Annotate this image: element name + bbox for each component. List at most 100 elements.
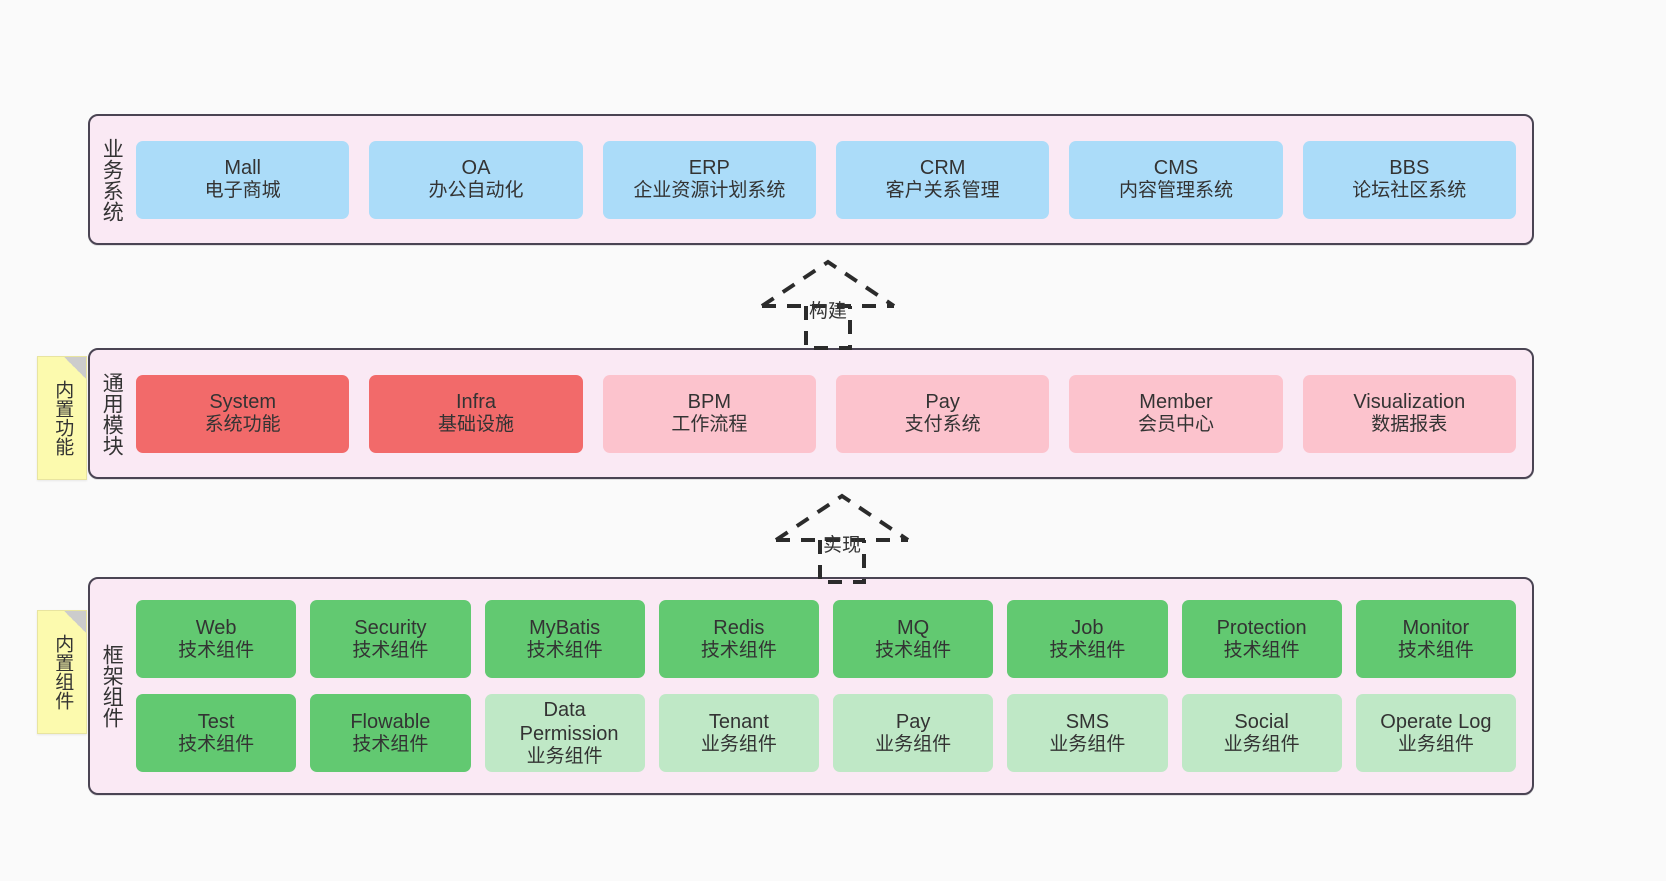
cell-row: Test 技术组件 Flowable 技术组件 Data Permission …: [136, 694, 1516, 772]
cell-row: Mall 电子商城 OA 办公自动化 ERP 企业资源计划系统 CRM 客户关系…: [136, 140, 1516, 219]
module-name: Visualization: [1353, 391, 1466, 414]
component-type: 技术组件: [352, 733, 429, 755]
module-name: CMS: [1153, 157, 1199, 180]
module-card-bpm[interactable]: BPM 工作流程: [602, 374, 816, 453]
module-card-erp[interactable]: ERP 企业资源计划系统: [602, 140, 816, 219]
component-card-web[interactable]: Web 技术组件: [136, 600, 297, 678]
module-desc: 工作流程: [671, 414, 748, 436]
module-desc: 办公自动化: [428, 180, 524, 202]
component-type: 技术组件: [1049, 639, 1126, 661]
component-type: 技术组件: [352, 639, 429, 661]
component-type: 技术组件: [1223, 639, 1300, 661]
layer-body-common-modules: System 系统功能 Infra 基础设施 BPM 工作流程 Pay 支付系统…: [132, 350, 1532, 477]
note-builtin-features[interactable]: 内置功能: [37, 356, 87, 480]
component-card-operate-log[interactable]: Operate Log 业务组件: [1355, 694, 1516, 772]
component-card-pay[interactable]: Pay 业务组件: [833, 694, 994, 772]
component-type: 业务组件: [526, 745, 603, 767]
component-type: 技术组件: [178, 733, 255, 755]
connector-implement: 实现: [774, 492, 910, 584]
page-fold-icon: [64, 357, 86, 379]
component-card-tenant[interactable]: Tenant 业务组件: [658, 694, 819, 772]
component-type: 技术组件: [700, 639, 777, 661]
module-card-member[interactable]: Member 会员中心: [1069, 374, 1283, 453]
component-card-mybatis[interactable]: MyBatis 技术组件: [484, 600, 645, 678]
component-type: 技术组件: [178, 639, 255, 661]
layer-framework-components[interactable]: 框架组件 Web 技术组件 Security 技术组件 MyBatis 技术组件…: [88, 577, 1534, 795]
module-card-oa[interactable]: OA 办公自动化: [369, 140, 583, 219]
component-card-protection[interactable]: Protection 技术组件: [1181, 600, 1342, 678]
module-name: ERP: [688, 157, 730, 180]
module-name: Mall: [224, 157, 261, 180]
component-card-redis[interactable]: Redis 技术组件: [658, 600, 819, 678]
note-label: 内置功能: [52, 380, 74, 456]
cell-row: System 系统功能 Infra 基础设施 BPM 工作流程 Pay 支付系统…: [136, 374, 1516, 453]
module-desc: 内容管理系统: [1118, 180, 1233, 202]
module-card-mall[interactable]: Mall 电子商城: [136, 140, 350, 219]
component-name: SMS: [1065, 710, 1110, 733]
layer-body-framework-components: Web 技术组件 Security 技术组件 MyBatis 技术组件 Redi…: [132, 579, 1532, 793]
module-card-crm[interactable]: CRM 客户关系管理: [835, 140, 1050, 219]
component-card-monitor[interactable]: Monitor 技术组件: [1355, 600, 1516, 678]
generalization-arrow-icon: [774, 493, 910, 584]
component-name: Redis: [713, 616, 765, 639]
module-name: Member: [1139, 391, 1213, 414]
component-name: MQ: [897, 616, 930, 639]
component-name: Social: [1234, 710, 1289, 733]
component-card-job[interactable]: Job 技术组件: [1007, 600, 1168, 678]
component-name: Flowable: [350, 710, 431, 733]
module-desc: 企业资源计划系统: [633, 180, 786, 202]
connector-build: 构建: [760, 258, 896, 350]
module-name: BBS: [1389, 157, 1430, 180]
component-type: 业务组件: [700, 733, 777, 755]
component-name: Pay: [895, 710, 931, 733]
module-name: BPM: [687, 391, 731, 414]
component-name: Data Permission: [519, 698, 619, 745]
module-desc: 系统功能: [204, 414, 281, 436]
layer-title-framework-components: 框架组件: [100, 644, 124, 728]
layer-common-modules[interactable]: 通用模块 System 系统功能 Infra 基础设施 BPM 工作流程 Pay: [88, 348, 1534, 479]
cell-row: Web 技术组件 Security 技术组件 MyBatis 技术组件 Redi…: [136, 600, 1516, 678]
page-fold-icon: [64, 611, 86, 633]
component-name: Security: [354, 616, 427, 639]
module-desc: 支付系统: [904, 414, 981, 436]
layer-title-common-modules: 通用模块: [100, 371, 124, 456]
component-name: Tenant: [708, 710, 769, 733]
layer-body-business-system: Mall 电子商城 OA 办公自动化 ERP 企业资源计划系统 CRM 客户关系…: [132, 116, 1532, 243]
component-card-social[interactable]: Social 业务组件: [1181, 694, 1342, 772]
component-type: 业务组件: [1223, 733, 1300, 755]
component-type: 业务组件: [875, 733, 952, 755]
component-card-security[interactable]: Security 技术组件: [310, 600, 471, 678]
module-card-system[interactable]: System 系统功能: [136, 374, 350, 453]
module-card-bbs[interactable]: BBS 论坛社区系统: [1302, 140, 1516, 219]
layer-title-business-system: 业务系统: [100, 137, 124, 222]
module-name: OA: [461, 157, 491, 180]
component-card-mq[interactable]: MQ 技术组件: [833, 600, 994, 678]
component-card-flowable[interactable]: Flowable 技术组件: [310, 694, 471, 772]
component-name: Monitor: [1402, 616, 1470, 639]
layer-business-system[interactable]: 业务系统 Mall 电子商城 OA 办公自动化 ERP 企业资源计划系统 CRM: [88, 114, 1534, 245]
module-desc: 论坛社区系统: [1352, 180, 1467, 202]
module-desc: 基础设施: [437, 414, 514, 436]
component-type: 业务组件: [1397, 733, 1474, 755]
component-name: Operate Log: [1380, 710, 1492, 733]
component-name: Web: [195, 616, 237, 639]
module-card-cms[interactable]: CMS 内容管理系统: [1069, 140, 1283, 219]
module-name: Pay: [925, 391, 960, 414]
module-card-infra[interactable]: Infra 基础设施: [369, 374, 583, 453]
component-name: Job: [1071, 616, 1104, 639]
component-card-sms[interactable]: SMS 业务组件: [1007, 694, 1168, 772]
module-desc: 电子商城: [204, 180, 281, 202]
generalization-arrow-icon: [760, 259, 896, 350]
module-card-visualization[interactable]: Visualization 数据报表: [1302, 374, 1516, 453]
component-card-data-permission[interactable]: Data Permission 业务组件: [484, 694, 645, 772]
component-name: Test: [197, 710, 235, 733]
note-label: 内置组件: [52, 634, 74, 710]
component-card-test[interactable]: Test 技术组件: [136, 694, 297, 772]
module-name: CRM: [919, 157, 966, 180]
component-type: 技术组件: [1397, 639, 1474, 661]
component-type: 业务组件: [1049, 733, 1126, 755]
module-card-pay[interactable]: Pay 支付系统: [835, 374, 1050, 453]
note-builtin-components[interactable]: 内置组件: [37, 610, 87, 734]
component-name: Protection: [1216, 616, 1307, 639]
